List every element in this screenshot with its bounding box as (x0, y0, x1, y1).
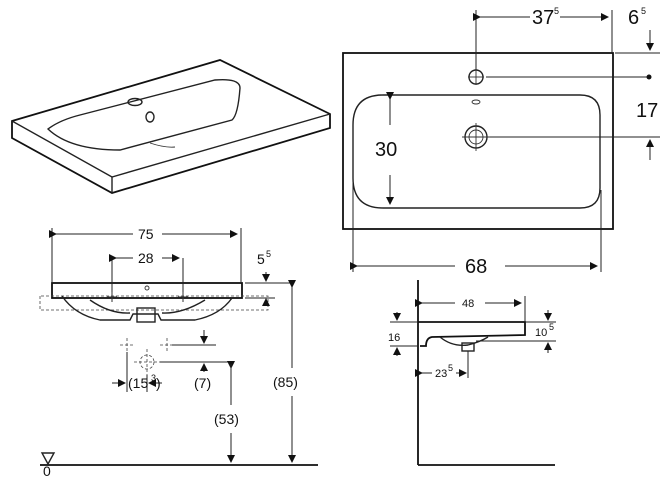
label-17: 17 (636, 100, 658, 122)
label-37-sup: 5 (554, 6, 559, 16)
basin-outline (342, 52, 614, 230)
label-37: 37 (532, 7, 554, 29)
label-85: (85) (273, 374, 298, 390)
label-30: 30 (375, 139, 397, 161)
label-15-sup: 3 (151, 373, 156, 383)
label-6-sup: 5 (641, 6, 646, 16)
label-6: 6 (628, 7, 639, 29)
label-10-sup: 5 (549, 322, 554, 332)
label-68: 68 (465, 256, 487, 278)
label-16: 16 (388, 332, 400, 344)
label-0: 0 (43, 463, 51, 479)
bowl-outline (352, 94, 601, 209)
label-53: (53) (214, 411, 239, 427)
front-dimensions (40, 228, 318, 466)
label-10: 10 (535, 327, 547, 339)
label-23-sup: 5 (448, 363, 453, 373)
label-15-close: ) (156, 375, 161, 391)
label-7: (7) (194, 375, 211, 391)
dimension-labels: 37 5 6 5 17 30 68 75 28 5 5 (15 3 ) (7) … (43, 6, 658, 479)
front-elevation (39, 258, 269, 323)
floor-marker (40, 452, 56, 466)
label-23: 23 (435, 368, 447, 380)
top-plan-view (342, 52, 614, 230)
label-75: 75 (138, 226, 154, 242)
top-dimensions (350, 10, 660, 272)
label-15: (15 (128, 375, 148, 391)
label-5-sup: 5 (266, 249, 271, 259)
isometric-basin (11, 59, 331, 194)
side-section (390, 280, 556, 466)
label-28: 28 (138, 250, 154, 266)
label-5: 5 (257, 251, 265, 267)
label-48: 48 (462, 298, 474, 310)
